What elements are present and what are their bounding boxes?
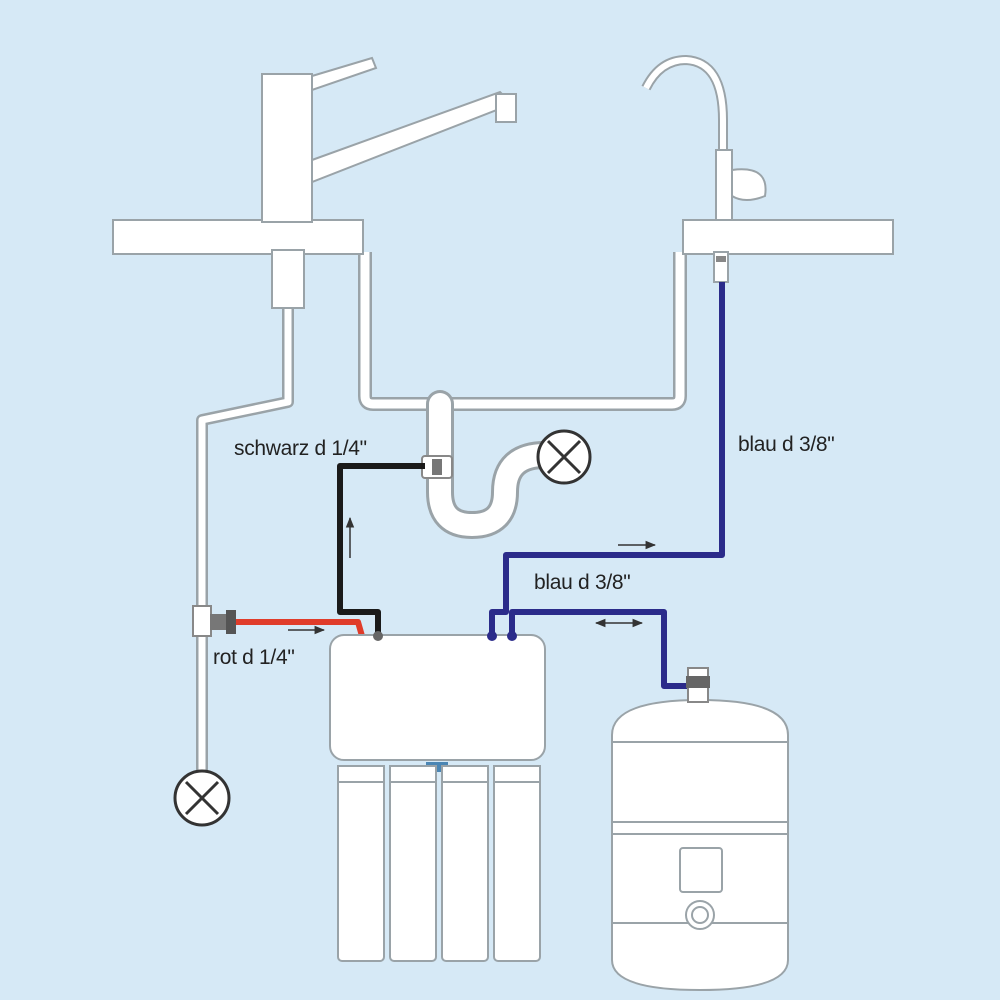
feed-tube-red: [230, 619, 365, 637]
filter-cartridge: [337, 765, 385, 962]
faucet-tube-blue: [489, 282, 725, 636]
ro-drinking-faucet: [641, 54, 767, 283]
cold-water-supply-pipe-core: [198, 305, 292, 770]
filter-cartridge: [441, 765, 489, 962]
drain-trap: [426, 390, 559, 540]
tank-tube-blue: [509, 609, 690, 689]
label-drain-line: schwarz d 1/4": [234, 437, 367, 460]
kitchen-mixer-faucet: [261, 56, 517, 309]
filter-cartridge: [389, 765, 437, 962]
tank-label-plate: [679, 847, 723, 893]
drain-tube-black: [337, 463, 425, 636]
shutoff-valve-icon: [536, 429, 592, 485]
storage-tank: [611, 667, 789, 992]
filter-cartridge: [493, 765, 541, 962]
shutoff-valve-icon: [173, 769, 231, 827]
countertop-right: [682, 219, 894, 255]
sink-basin: [358, 252, 687, 411]
label-faucet-line: blau d 3/8": [738, 433, 834, 456]
label-feed-line: rot d 1/4": [213, 646, 295, 669]
cold-water-supply-pipe: [196, 305, 294, 770]
ro-filter-unit: [329, 631, 546, 962]
label-tank-line: blau d 3/8": [534, 571, 630, 594]
countertop-left: [112, 219, 364, 255]
feed-water-valve: [192, 605, 236, 637]
ro-filter-head: [329, 634, 546, 761]
